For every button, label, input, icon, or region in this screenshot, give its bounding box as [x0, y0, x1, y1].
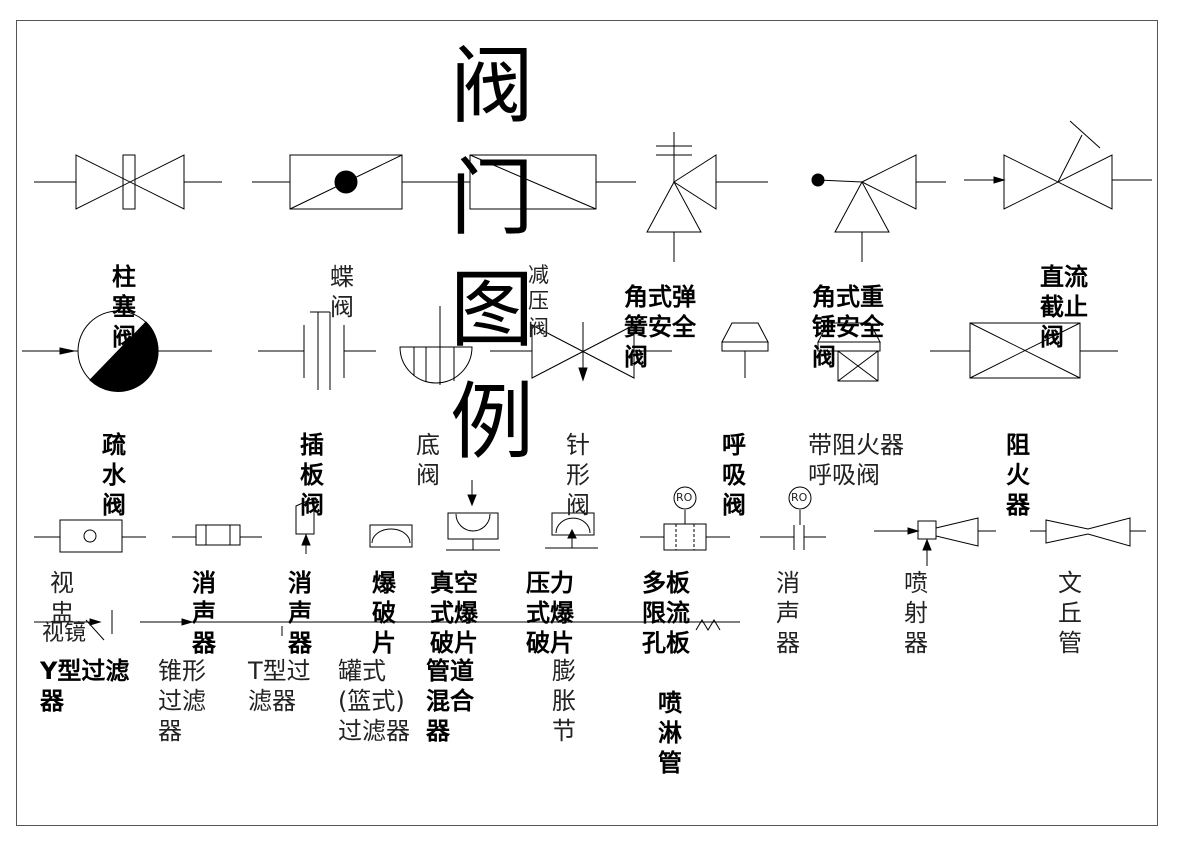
flame-arrester-breather-valve-symbol [817, 322, 881, 382]
drawing-frame [16, 20, 1158, 826]
label-angle-spring-safety-valve: 角式弹簧安全阀 [624, 283, 696, 371]
label-venturi-tube: 文丘管 [1058, 569, 1082, 657]
silencer-2-symbol [295, 497, 315, 554]
label-butterfly-valve: 蝶阀 [330, 263, 354, 321]
label-ejector: 喷射器 [904, 569, 928, 657]
angle-spring-safety-valve-symbol [646, 132, 768, 262]
sight-cup-symbol [34, 519, 146, 553]
plunger-valve-symbol [34, 154, 222, 210]
label-basket-strainer: 罐式(篮式)过滤器 [338, 657, 410, 745]
foot-valve-symbol [399, 306, 473, 385]
label-straight-stop-valve: 直流截止阀 [1040, 263, 1088, 351]
ro-badge-1: RO [676, 491, 693, 504]
ro-badge-2: RO [791, 491, 808, 504]
label-angle-weight-safety-valve: 角式重锤安全阀 [812, 283, 884, 371]
silencer-1-symbol [172, 524, 262, 546]
label-silencer-2: 消声器 [288, 569, 312, 657]
expansion-joint-symbol [640, 619, 740, 631]
pressure-reducing-valve-symbol [438, 154, 636, 210]
label-pressure-reducing-valve: 减压阀 [528, 263, 549, 340]
label-cone-strainer: 锥形过滤器 [158, 657, 206, 745]
cone-strainer-symbol [240, 621, 340, 636]
straight-stop-valve-symbol [964, 120, 1152, 210]
angle-weight-safety-valve-symbol [811, 154, 946, 262]
steam-trap-symbol [22, 310, 212, 392]
vacuum-rupture-disc-symbol [446, 480, 500, 551]
label-multi-plate-orifice: 多板限流孔板 [642, 569, 690, 657]
silencer-3-symbol [760, 486, 826, 550]
label-steam-trap: 疏水阀 [102, 431, 126, 519]
label-flame-arrester: 阻火器 [1006, 431, 1030, 519]
label-rupture-disc: 爆破片 [372, 569, 396, 657]
multi-plate-orifice-symbol [640, 486, 730, 551]
label-expansion-joint: 膨胀节 [552, 657, 576, 745]
sight-glass-symbol [34, 610, 113, 641]
flame-arrester-symbol [930, 322, 1118, 379]
ejector-symbol [874, 517, 996, 566]
label-silencer-1: 消声器 [192, 569, 216, 657]
label-flame-arrester-breather-valve: 带阻火器呼吸阀 [808, 431, 904, 489]
breather-valve-symbol [721, 322, 769, 378]
label-foot-valve: 底阀 [416, 431, 440, 489]
y-strainer-symbol [140, 618, 240, 626]
butterfly-valve-symbol [252, 154, 440, 210]
label-t-strainer: T型过滤器 [248, 657, 311, 715]
label-y-strainer: Y型过滤器 [40, 657, 130, 715]
label-plunger-valve: 柱塞阀 [112, 263, 136, 351]
page-title: 阀门图例 [450, 37, 535, 471]
label-silencer-3: 消声器 [776, 569, 800, 657]
slide-gate-valve-symbol [258, 311, 376, 390]
pressure-rupture-disc-symbol [545, 512, 598, 549]
label-vacuum-rupture-disc: 真空式爆破片 [430, 569, 478, 657]
venturi-tube-symbol [1030, 517, 1146, 547]
label-slide-gate-valve: 插板阀 [300, 431, 324, 519]
label-sight-glass: 视镜 [42, 621, 87, 646]
label-breather-valve: 呼吸阀 [722, 431, 746, 519]
label-spray-pipe: 喷淋管 [658, 689, 682, 777]
label-pipe-mixer: 管道混合器 [426, 657, 474, 745]
label-pressure-rupture-disc: 压力式爆破片 [526, 569, 574, 657]
needle-valve-symbol [490, 322, 672, 382]
rupture-disc-symbol [369, 524, 413, 548]
label-sight-cup: 视盅 [50, 569, 74, 627]
label-needle-valve: 针形阀 [566, 431, 590, 519]
